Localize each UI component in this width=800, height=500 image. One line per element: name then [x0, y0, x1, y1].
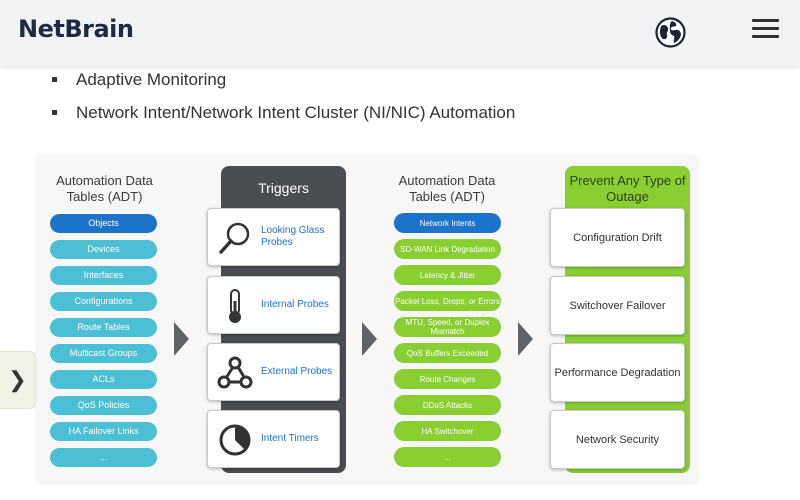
sidebar-toggle-button[interactable]: ❯: [0, 351, 36, 409]
adt-title-left: Automation Data Tables (ADT): [56, 173, 153, 204]
netbrain-logo[interactable]: NetBrain: [18, 15, 134, 43]
adt-pill: QoS Policies: [50, 396, 157, 415]
site-header: NetBrain: [0, 0, 800, 66]
hamburger-menu-icon[interactable]: [752, 19, 780, 41]
intent-pill: Route Changes: [394, 369, 501, 389]
trigger-label: Intent Timers: [261, 433, 319, 444]
menu-bar: [752, 27, 779, 30]
outage-switchover-failover: Switchover Failover: [550, 276, 685, 335]
intent-pill: DDoS Attacks: [394, 395, 501, 415]
intent-pill: Network Intents: [394, 213, 501, 233]
adt-pill: Interfaces: [50, 266, 157, 285]
intent-pill: Latency & Jitter: [394, 265, 501, 285]
bullet-square: [52, 77, 57, 82]
adt-pill: HA Failover Links: [50, 422, 157, 441]
chevron-right-icon: ❯: [8, 367, 27, 392]
adt-pill: ...: [50, 448, 157, 467]
trigger-looking-glass-probes: Looking Glass Probes: [207, 208, 340, 266]
magnifier-icon: [219, 222, 250, 254]
trigger-internal-probes: Internal Probes: [207, 276, 340, 334]
adt-pill: Objects: [50, 214, 157, 233]
outage-performance-degradation: Performance Degradation: [550, 343, 685, 402]
webhook-icon: [217, 356, 253, 389]
bullet-text: Adaptive Monitoring: [76, 70, 227, 89]
arrow-right-icon: [362, 322, 377, 356]
menu-bar: [752, 35, 779, 38]
triggers-title: Triggers: [258, 180, 309, 196]
arrow-right-icon: [518, 322, 533, 356]
adt-title-right: Automation Data Tables (ADT): [398, 173, 496, 204]
intent-pill: MTU, Speed, or Duplex Mismatch: [394, 317, 501, 337]
trigger-external-probes: External Probes: [207, 343, 340, 401]
arrow-right-icon: [174, 322, 189, 356]
adt-pill: Route Tables: [50, 318, 157, 337]
intent-pill: ...: [394, 447, 501, 467]
trigger-intent-timers: Intent Timers: [207, 410, 340, 468]
bullet-square: [52, 110, 57, 115]
intent-pill: Packet Loss, Drops, or Errors: [394, 291, 501, 311]
adt-pill: Multicast Groups: [50, 344, 157, 363]
outage-network-security: Network Security: [550, 410, 685, 469]
intent-pill: SD-WAN Link Degradation: [394, 239, 501, 259]
globe-icon[interactable]: [655, 17, 686, 48]
adt-pill: ACLs: [50, 370, 157, 389]
outage-configuration-drift: Configuration Drift: [550, 208, 685, 267]
prevent-outage-title: Prevent Any Type of Outage: [569, 173, 686, 204]
adt-pill: Devices: [50, 240, 157, 259]
intent-pill: QoS Buffers Exceeded: [394, 343, 501, 363]
trigger-label: Internal Probes: [261, 299, 329, 310]
trigger-label: Looking Glass Probes: [261, 225, 325, 248]
timer-icon: [219, 424, 251, 456]
adt-pill: Configurations: [50, 292, 157, 311]
thermometer-icon: [229, 289, 241, 323]
bullet-text: Network Intent/Network Intent Cluster (N…: [76, 103, 516, 122]
intent-pill: HA Switchover: [394, 421, 501, 441]
menu-bar: [752, 19, 779, 22]
trigger-label: External Probes: [261, 366, 333, 377]
